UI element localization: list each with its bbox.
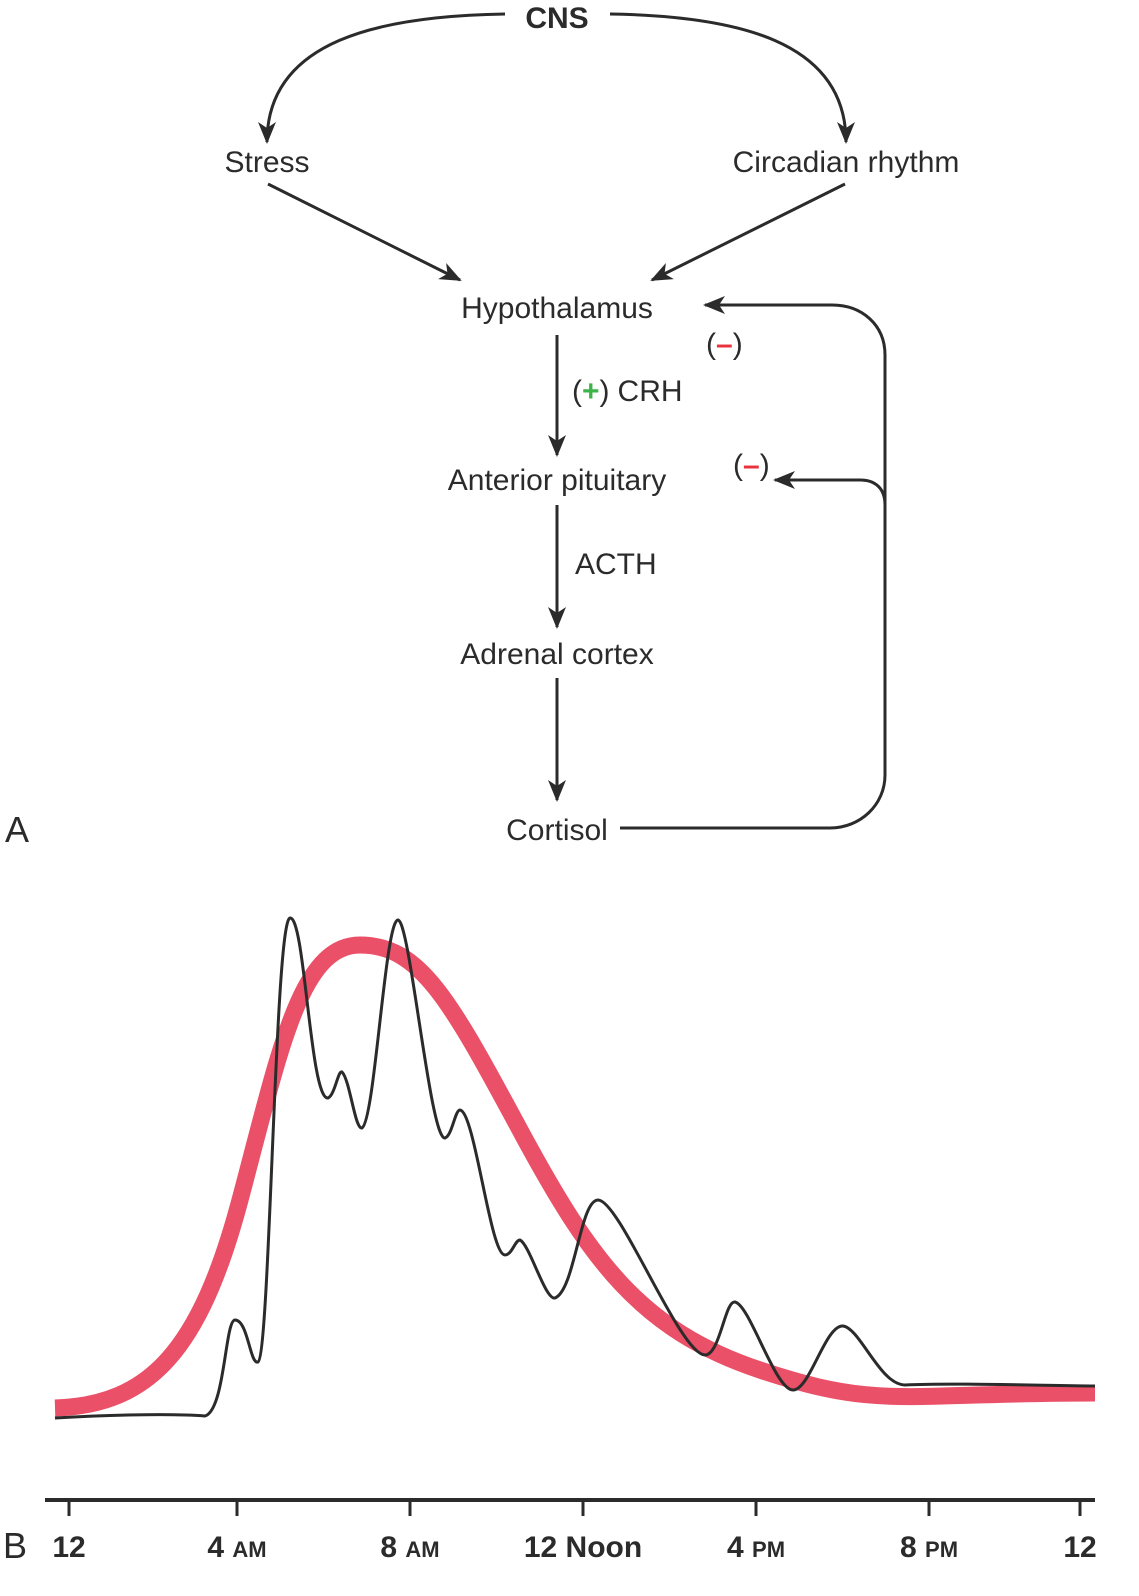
node-hypothalamus: Hypothalamus <box>461 292 653 325</box>
panel-a-label: A <box>5 809 29 850</box>
smooth-cortisol-curve <box>54 936 1096 1417</box>
crh-label: (+)CRH <box>572 375 683 408</box>
tick-label: 4 AM <box>207 1531 266 1564</box>
feedback-to-pituitary <box>773 471 887 506</box>
node-stress: Stress <box>224 146 309 179</box>
positive-sign: + <box>582 375 600 408</box>
node-adrenal-cortex: Adrenal cortex <box>460 638 653 671</box>
arrow-stress-to-hypothalamus <box>267 182 462 282</box>
feedback-to-hypothalamus <box>620 296 887 830</box>
negative-feedback-hypothalamus: (–) <box>706 328 743 361</box>
tick-label: 12 Noon <box>524 1531 642 1564</box>
tick-label: 12 <box>1063 1531 1096 1564</box>
node-cortisol: Cortisol <box>506 814 608 847</box>
node-circadian-rhythm: Circadian rhythm <box>733 146 960 179</box>
node-anterior-pituitary: Anterior pituitary <box>448 464 666 497</box>
arrow-cns-to-stress <box>258 12 506 144</box>
pulsatile-cortisol-curve <box>54 916 1096 1420</box>
acth-label: ACTH <box>575 548 657 581</box>
node-cns: CNS <box>525 2 588 35</box>
arrow-circadian-to-hypothalamus <box>650 182 846 282</box>
arrow-cns-to-circadian <box>609 12 855 144</box>
negative-feedback-pituitary: (–) <box>733 449 770 482</box>
tick-label: 8 PM <box>900 1531 958 1564</box>
panel-b-label: B <box>3 1525 27 1566</box>
tick-label: 8 AM <box>380 1531 439 1564</box>
panel-b-cortisol-rhythm: B 12 4 AM 8 AM 12 Noon 4 PM 8 PM 12 <box>3 916 1097 1566</box>
axis-ticks <box>67 1502 1082 1516</box>
tick-label: 12 <box>52 1531 85 1564</box>
tick-label: 4 PM <box>727 1531 785 1564</box>
panel-a-flowchart: A CNS Stress Circadian rhythm Hypothalam… <box>5 2 959 850</box>
